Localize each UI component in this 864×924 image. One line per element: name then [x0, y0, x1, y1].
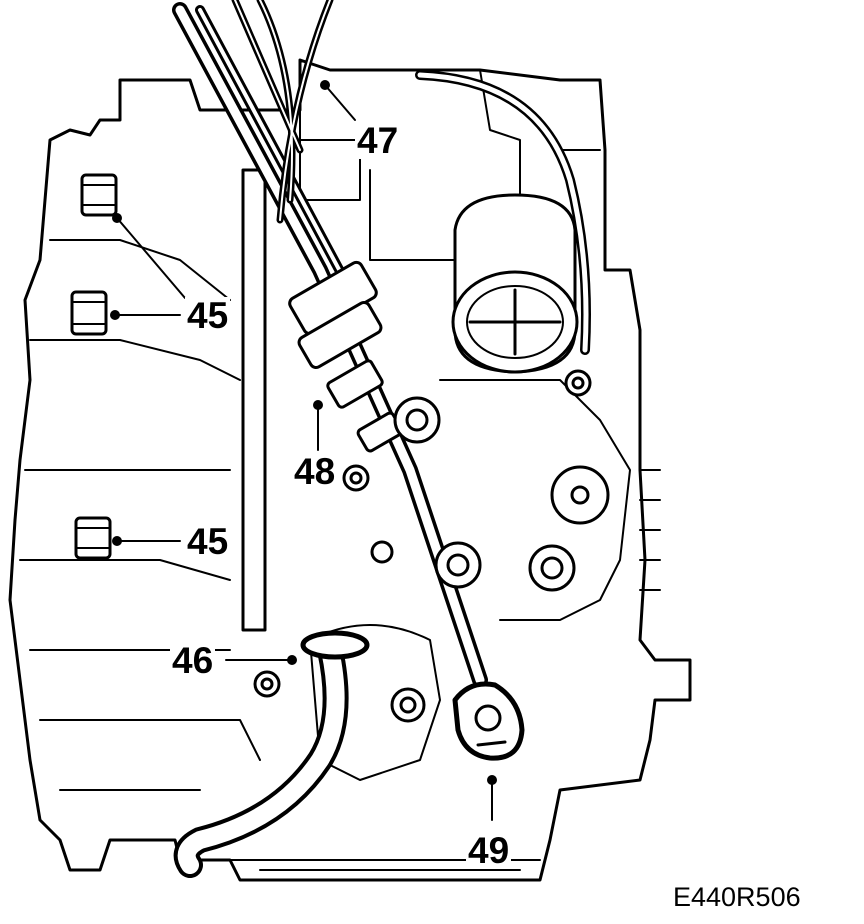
- callout-45-upper: 45: [185, 295, 231, 336]
- callout-48: 48: [292, 451, 338, 492]
- cable-eye: [452, 681, 525, 761]
- callout-46: 46: [170, 640, 216, 681]
- callout-47: 47: [355, 120, 401, 161]
- bolt-middle: [70, 290, 108, 336]
- filler-pipe-mouth: [300, 630, 370, 660]
- cable-ferrule: [288, 260, 404, 453]
- callout-45-lower: 45: [185, 521, 231, 562]
- figure-code: E440R506: [673, 882, 801, 912]
- nut-9: [370, 540, 394, 564]
- callout-49: 49: [466, 830, 512, 871]
- vertical-tube: [241, 168, 267, 632]
- gearbox-housing: [8, 58, 692, 882]
- canister: [451, 193, 579, 374]
- bolt-lower: [74, 516, 112, 560]
- bolt-upper: [80, 173, 118, 217]
